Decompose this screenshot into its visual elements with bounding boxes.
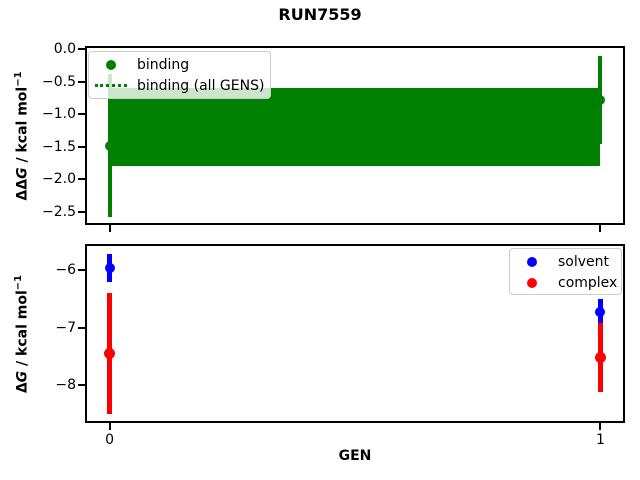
legend-label: complex <box>558 274 618 291</box>
legend-label: binding (all GENS) <box>137 77 265 94</box>
ytick-label: −2.5 <box>42 203 76 220</box>
legend-label: solvent <box>558 254 610 271</box>
complex-point-1 <box>594 351 606 363</box>
ytick-label: −8 <box>55 377 76 394</box>
dotted-line-icon <box>95 84 127 88</box>
dg-legend: solvent complex <box>509 248 622 295</box>
ytick-label: −1.0 <box>42 106 76 123</box>
xtick-label: 0 <box>105 432 114 448</box>
xtick-mark <box>108 225 111 232</box>
binding-point-1 <box>595 95 606 106</box>
ddg-axes <box>85 46 625 225</box>
ytick-label: −2.0 <box>42 171 76 188</box>
ytick-label: −0.5 <box>42 73 76 90</box>
ytick-mark <box>78 80 85 83</box>
ytick-mark <box>78 268 85 271</box>
solvent-point-1 <box>595 307 606 318</box>
all-gens-band <box>109 88 601 167</box>
xtick-mark <box>599 423 602 430</box>
ytick-label: −6 <box>55 261 76 278</box>
ytick-mark <box>78 145 85 148</box>
ytick-mark <box>78 178 85 181</box>
ytick-mark <box>78 113 85 116</box>
ytick-mark <box>78 384 85 387</box>
xtick-mark <box>599 225 602 232</box>
xtick-label: 1 <box>595 432 605 448</box>
binding-point-0 <box>104 140 115 151</box>
ytick-label: −1.5 <box>42 138 76 155</box>
ytick-mark <box>78 326 85 329</box>
complex-point-0 <box>104 348 116 360</box>
legend-item-solvent: solvent <box>516 252 615 273</box>
ytick-label: −7 <box>55 319 76 336</box>
binding-legend: binding binding (all GENS) <box>88 51 271 99</box>
gen-axis-label: GEN <box>338 448 372 464</box>
legend-item-binding: binding <box>95 55 264 76</box>
binding-marker-icon <box>106 60 116 71</box>
figure-title: RUN7559 <box>278 5 362 24</box>
ytick-label: 0.0 <box>53 41 76 58</box>
legend-item-complex: complex <box>516 273 618 294</box>
dg-axes <box>85 244 625 423</box>
legend-item-binding-all-gens: binding (all GENS) <box>95 76 264 97</box>
solvent-point-0 <box>104 262 115 273</box>
complex-marker-icon <box>527 277 537 288</box>
xtick-mark <box>108 423 111 430</box>
ytick-mark <box>78 48 85 51</box>
ytick-mark <box>78 210 85 213</box>
legend-label: binding <box>137 57 190 74</box>
solvent-marker-icon <box>527 257 537 268</box>
